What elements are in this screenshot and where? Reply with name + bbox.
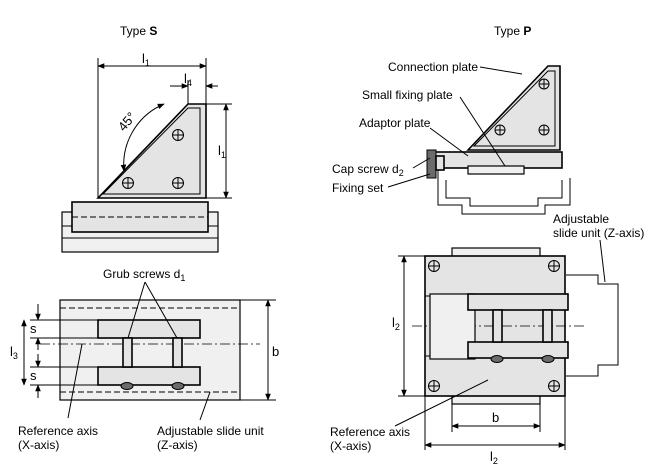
adj-slide-bottom-line2: (Z-axis) [157,438,198,452]
dim-l4: l4 [184,71,192,88]
connection-plate-label: Connection plate [388,60,478,74]
type-p-top-view [394,239,619,450]
dim-l3: l3 [10,344,18,361]
adj-slide-z-line1: Adjustable [553,212,609,226]
dim-b-bottom: b [492,410,499,425]
dim-l1-side: l1 [218,143,226,160]
grub-screws-label: Grub screws d1 [103,267,185,283]
adj-slide-z-line2: slide unit (Z-axis) [553,226,644,240]
adj-slide-bottom-line1: Adjustable slide unit [157,424,264,438]
type-s-title: Type S [120,24,157,38]
dim-angle-45: 45° [115,109,139,134]
type-p-side-view [387,65,571,215]
ref-axis-right-line1: Reference axis [330,425,410,439]
dim-b-left: b [272,344,279,359]
ref-axis-left-line2: (X-axis) [18,438,59,452]
small-fixing-plate-label: Small fixing plate [362,88,453,102]
type-p-title: Type P [494,24,531,38]
dim-l2-bottom: l2 [490,449,498,466]
fixing-set-label: Fixing set [332,181,384,195]
dim-l2-side: l2 [392,315,400,332]
type-s-top-view [21,281,276,421]
ref-axis-left-line1: Reference axis [18,424,98,438]
dim-s-bottom: s [30,368,37,383]
adaptor-plate-label: Adaptor plate [359,116,431,130]
ref-axis-right-line2: (X-axis) [330,439,371,453]
type-s-side-view [61,58,232,253]
cap-screw-label: Cap screw d2 [332,162,404,178]
dim-s-top: s [30,321,37,336]
dim-l1-top: l1 [142,51,150,68]
